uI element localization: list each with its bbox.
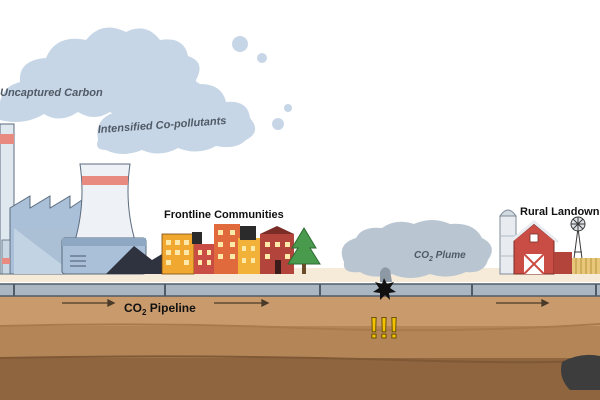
soil-layer-2	[0, 326, 600, 358]
smoke-cloud-icon	[0, 27, 292, 154]
soil-layer-3	[0, 358, 600, 400]
barn-icon	[509, 220, 572, 275]
city-buildings-icon	[161, 224, 294, 275]
silo-icon	[499, 209, 517, 275]
reservoir-pocket	[561, 354, 600, 390]
frontline-communities-label: Frontline Communities	[164, 209, 284, 221]
rural-landowners-label: Rural Landown	[520, 206, 600, 218]
co2-pipeline	[0, 283, 600, 308]
rupture-burst-icon	[373, 278, 396, 300]
co2-plume: CO2 Plume	[341, 220, 492, 282]
soil-layer-1	[0, 296, 600, 326]
pine-tree-icon	[287, 227, 321, 274]
pipeline-label: CO2 Pipeline	[124, 301, 196, 317]
uncaptured-carbon-label: Uncaptured Carbon	[0, 87, 103, 99]
pipeline-body	[0, 284, 600, 296]
ground-layers	[0, 268, 600, 400]
cooling-tower-icon	[61, 163, 176, 275]
flow-arrow-icon	[62, 298, 550, 308]
plume-label: CO2 Plume	[414, 250, 466, 263]
crop-field-icon	[572, 258, 600, 274]
warning-icon: !!!	[369, 312, 400, 346]
soil-boundary	[0, 323, 600, 332]
svg-text:!!!: !!!	[369, 312, 399, 345]
